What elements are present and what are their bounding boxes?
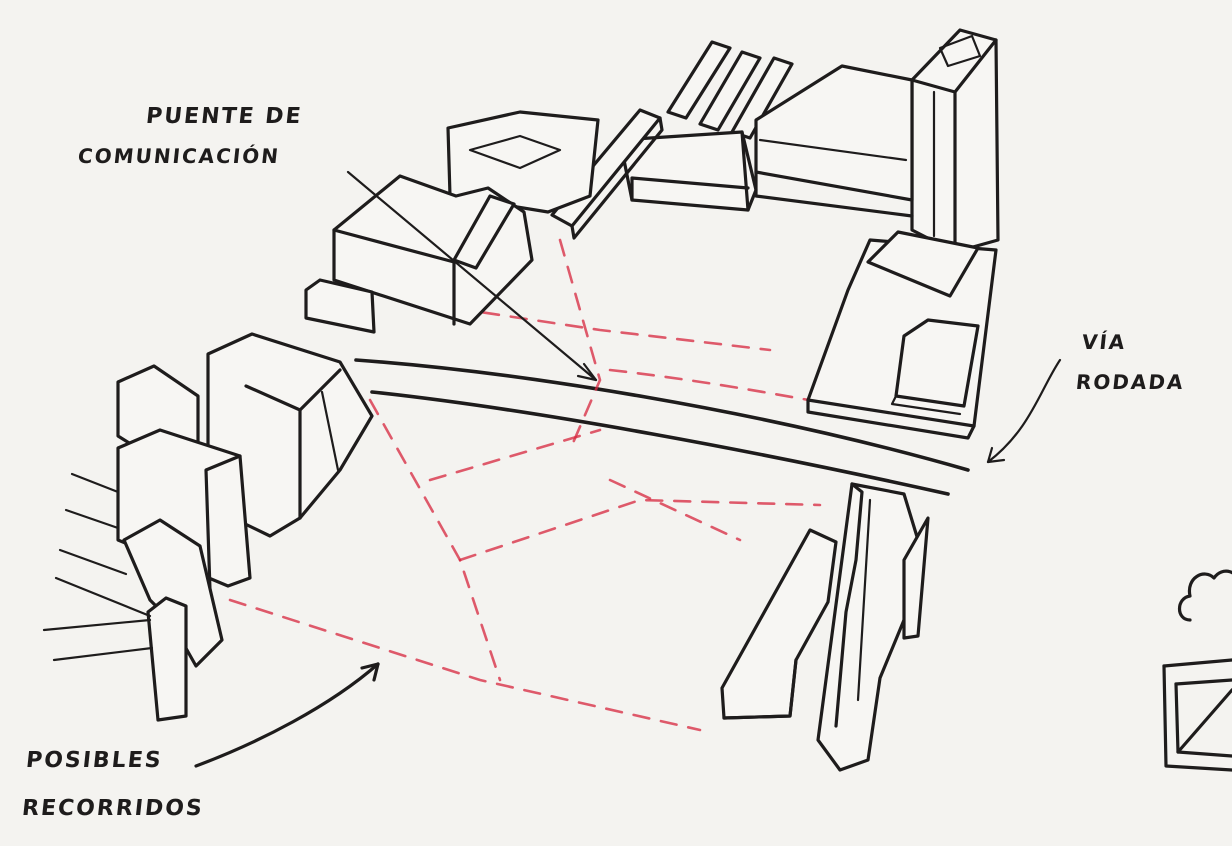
top-slabs [666, 40, 794, 140]
road-label-line2: RODADA [1074, 370, 1186, 394]
dashed-path [368, 398, 502, 682]
right-mid-block [754, 64, 914, 218]
paths-label-line2: RECORRIDOS [20, 796, 206, 821]
left-buildings [116, 332, 374, 722]
road-arrow [986, 358, 1062, 464]
central-block [618, 130, 758, 212]
center-left-buildings [304, 110, 600, 334]
paths-label-line1: POSIBLES [24, 748, 164, 773]
road-label-line1: VÍA [1080, 330, 1128, 354]
lower-right-bars [720, 482, 930, 772]
dashed-path [458, 498, 822, 562]
dashed-path [608, 478, 742, 542]
paths-arrow [194, 662, 380, 768]
bridge-arrow [346, 170, 598, 382]
dashed-walking-paths [228, 238, 822, 732]
dashed-path [428, 428, 602, 482]
road [354, 358, 970, 496]
right-platform [806, 230, 998, 440]
access-lines [42, 472, 154, 662]
bridge-label-line2: COMUNICACIÓN [76, 144, 282, 168]
dashed-path [608, 368, 822, 404]
bridge-label-line1: PUENTE DE [144, 104, 304, 129]
annotation-arrows [194, 170, 1062, 768]
tree-cube-icon [1162, 569, 1232, 772]
right-tower [910, 28, 1000, 254]
dashed-path [228, 598, 702, 732]
dashed-path [558, 238, 602, 452]
